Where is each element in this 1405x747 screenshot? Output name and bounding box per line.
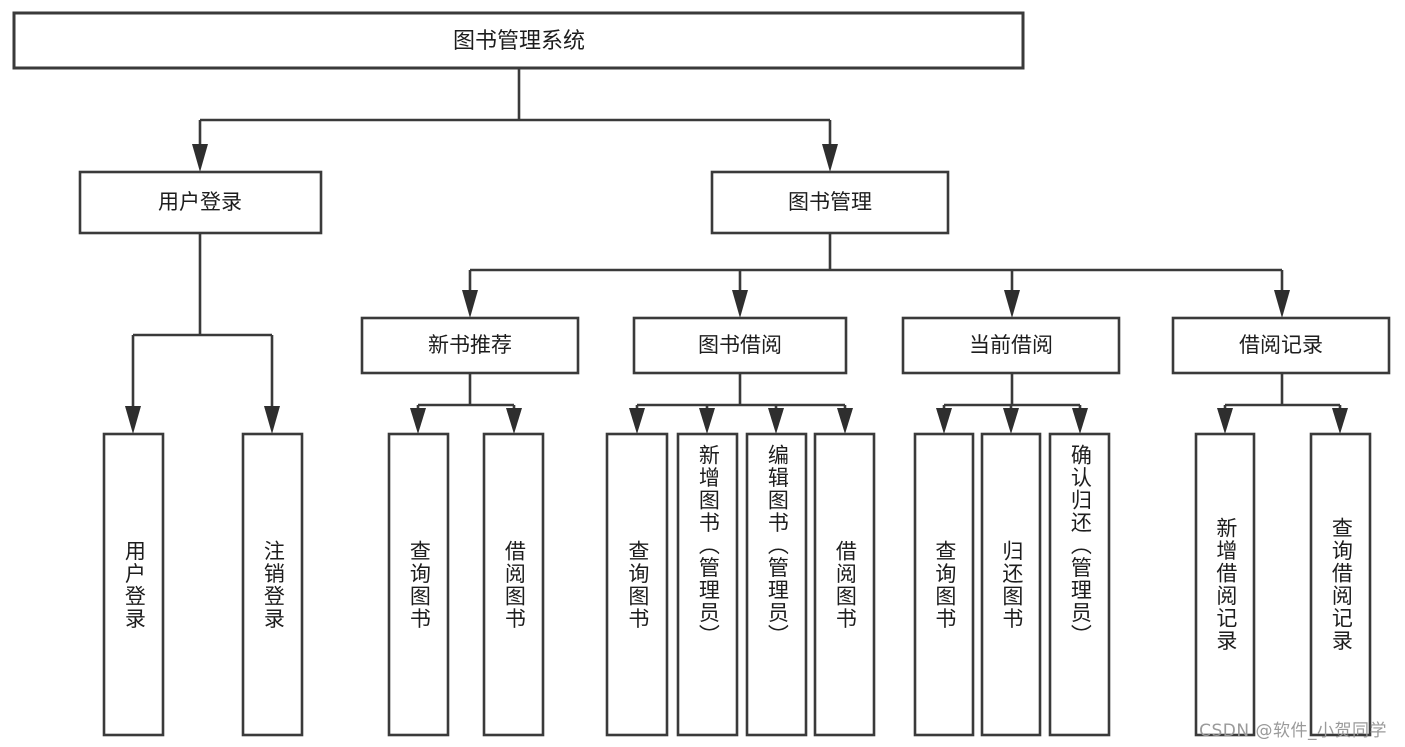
leaf-currentborrow-return-box[interactable] <box>980 432 1042 737</box>
arrow-head-borrowrecord-leaf-1 <box>1217 408 1233 434</box>
leaf-bookborrow-add-box[interactable] <box>676 432 739 737</box>
node-new-book-recommend-label: 新书推荐 <box>428 333 512 357</box>
connector-layer <box>125 68 1348 434</box>
arrow-head-bookborrow-leaf-4 <box>837 408 853 434</box>
node-current-borrow-box[interactable] <box>901 316 1121 375</box>
arrow-head-bookborrow-leaf-2 <box>699 408 715 434</box>
arrow-head-borrowrecord-leaf-2 <box>1332 408 1348 434</box>
arrow-head-book-borrow <box>732 290 748 318</box>
leaf-currentborrow-query-box[interactable] <box>913 432 975 737</box>
arrow-head-currentborrow-leaf-3 <box>1072 408 1088 434</box>
node-book-borrow-box[interactable] <box>632 316 848 375</box>
node-book-management-label: 图书管理 <box>788 190 872 214</box>
arrow-head-current-borrow <box>1004 290 1020 318</box>
node-borrow-record-box[interactable] <box>1171 316 1391 375</box>
arrow-head-currentborrow-leaf-1 <box>936 408 952 434</box>
node-new-book-recommend-box[interactable] <box>360 316 580 375</box>
node-book-management-box[interactable] <box>710 170 950 235</box>
leaf-bookborrow-borrow-box[interactable] <box>813 432 876 737</box>
node-current-borrow-label: 当前借阅 <box>969 333 1053 357</box>
csdn-watermark: CSDN @软件_小贺同学 <box>1199 721 1387 741</box>
arrow-head-new-book-recommend <box>462 290 478 318</box>
leaf-bookborrow-edit-box[interactable] <box>745 432 808 737</box>
leaf-record-query-box[interactable] <box>1309 432 1372 737</box>
arrow-head-currentborrow-leaf-2 <box>1003 408 1019 434</box>
arrow-head-userlogin-leaf-1 <box>125 406 141 434</box>
node-book-borrow-label: 图书借阅 <box>698 333 782 357</box>
arrow-head-newbook-leaf-1 <box>410 408 426 434</box>
arrow-head-borrow-record <box>1274 290 1290 318</box>
arrow-head-newbook-leaf-2 <box>506 408 522 434</box>
leaf-newbook-query-box[interactable] <box>387 432 450 737</box>
node-root-box[interactable] <box>12 11 1025 70</box>
leaf-record-add-box[interactable] <box>1194 432 1256 737</box>
arrow-head-bookborrow-leaf-1 <box>629 408 645 434</box>
arrow-head-userlogin <box>192 144 208 172</box>
leaf-currentborrow-confirm-box[interactable] <box>1048 432 1111 737</box>
node-user-login-box[interactable] <box>78 170 323 235</box>
node-user-login-label: 用户登录 <box>158 190 242 214</box>
node-root-label: 图书管理系统 <box>453 29 585 54</box>
leaf-newbook-borrow-box[interactable] <box>482 432 545 737</box>
node-layer: 图书管理系统 用户登录 图书管理 新书推荐 图书借阅 当前借阅 借阅记录 <box>12 11 1391 737</box>
arrow-head-bookborrow-leaf-3 <box>768 408 784 434</box>
leaf-logout-box[interactable] <box>241 432 304 737</box>
leaf-user-login-box[interactable] <box>102 432 165 737</box>
arrow-head-userlogin-leaf-2 <box>264 406 280 434</box>
node-borrow-record-label: 借阅记录 <box>1239 333 1323 357</box>
leaf-bookborrow-query-box[interactable] <box>605 432 669 737</box>
arrow-head-bookmgmt <box>822 144 838 172</box>
